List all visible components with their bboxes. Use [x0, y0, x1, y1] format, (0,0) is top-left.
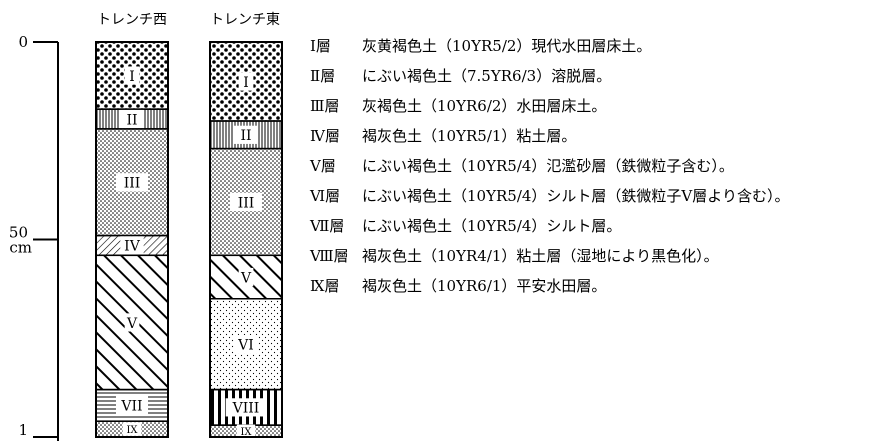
- trench-east-layer-2-label: II: [240, 128, 251, 144]
- trench-west-layer-1-label-bg: [124, 66, 140, 85]
- depth-tick-label: 1: [18, 421, 28, 439]
- legend-layer-description: 褐灰色土（10YR6/1）平安水田層。: [362, 277, 607, 295]
- legend-layer-description: にぶい褐色土（10YR5/4）氾濫砂層（鉄微粒子含む）。: [362, 157, 734, 175]
- trench-east-layer-9-label: IX: [240, 427, 252, 438]
- trench-east-layer-1-label: I: [243, 75, 249, 91]
- legend-row-layer-6: Ⅵ層 にぶい褐色土（10YR5/4）シルト層（鉄微粒子Ⅴ層より含む）。: [310, 186, 789, 206]
- trench-west-layer-7-label-bg: [115, 396, 149, 415]
- trench-west-title: トレンチ西: [97, 12, 167, 28]
- legend-row-layer-3: Ⅲ層 灰褐色土（10YR6/2）水田層床土。: [310, 96, 789, 116]
- legend-layer-id: Ⅲ層: [310, 97, 340, 115]
- trench-east-layer-2-label-bg: [234, 125, 258, 144]
- legend-layer-id: Ⅱ層: [310, 67, 336, 85]
- legend-layer-description: 褐灰色土（10YR5/1）粘土層。: [362, 127, 577, 145]
- layer-legend: Ⅰ層 灰黄褐色土（10YR5/2）現代水田層床土。 Ⅱ層 にぶい褐色土（7.5YR6…: [310, 36, 789, 306]
- legend-layer-id: Ⅳ層: [310, 127, 340, 145]
- trench-east-layer-6-label: VI: [237, 337, 254, 353]
- trench-west-layer-5-label: V: [126, 316, 138, 332]
- legend-layer-id: Ⅴ層: [310, 157, 336, 175]
- trench-west-layer-7-label: VII: [120, 399, 142, 415]
- legend-layer-description: にぶい褐色土（10YR5/4）シルト層（鉄微粒子Ⅴ層より含む）。: [362, 187, 790, 205]
- legend-layer-id: Ⅰ層: [310, 37, 331, 55]
- trench-west-layer-3-label: III: [124, 176, 141, 192]
- legend-layer-id: Ⅵ層: [310, 187, 341, 205]
- trench-east-layer-5-label: V: [240, 270, 252, 286]
- trench-west-layer-3-label-bg: [115, 173, 149, 192]
- trench-east-layer-3-label-bg: [229, 192, 263, 212]
- legend-layer-description: 褐灰色土（10YR4/1）粘土層（湿地により黒色化）。: [362, 247, 719, 265]
- legend-row-layer-7: Ⅶ層にぶい褐色土（10YR5/4）シルト層。: [310, 216, 789, 236]
- trench-east-layer-6-label-bg: [234, 335, 258, 354]
- legend-layer-description: にぶい褐色土（10YR5/4）シルト層。: [362, 217, 622, 235]
- trench-west-layer-9-label-bg: [122, 422, 142, 436]
- legend-layer-id: Ⅸ層: [310, 277, 340, 295]
- depth-tick-label: 50: [9, 224, 28, 242]
- trench-west-layer-2-label: II: [126, 112, 137, 128]
- trench-west-layer-1-label: I: [129, 69, 135, 85]
- trench-west-layer-9-label: IX: [126, 425, 138, 436]
- trench-west-layer-2-label-bg: [120, 109, 144, 129]
- trench-east-layer-3-label: III: [238, 195, 255, 211]
- trench-east-column-outline: [209, 41, 283, 438]
- legend-row-layer-2: Ⅱ層 にぶい褐色土（7.5YR6/3）溶脱層。: [310, 66, 789, 86]
- legend-layer-id: Ⅶ層: [310, 217, 345, 235]
- legend-row-layer-8: Ⅷ層褐灰色土（10YR4/1）粘土層（湿地により黒色化）。: [310, 246, 789, 266]
- trench-east-layer-8-label-bg: [225, 398, 267, 417]
- legend-layer-description: 灰黄褐色土（10YR5/2）現代水田層床土。: [362, 37, 652, 55]
- depth-tick-label: 0: [18, 33, 28, 51]
- trench-east-layer-5-label-bg: [238, 267, 254, 287]
- legend-row-layer-5: Ⅴ層 にぶい褐色土（10YR5/4）氾濫砂層（鉄微粒子含む）。: [310, 156, 789, 176]
- depth-tick-unit: cm: [9, 239, 32, 257]
- trench-west-layer-4-label-bg: [120, 236, 144, 255]
- legend-layer-description: 灰褐色土（10YR6/2）水田層床土。: [362, 97, 607, 115]
- legend-row-layer-1: Ⅰ層 灰黄褐色土（10YR5/2）現代水田層床土。: [310, 36, 789, 56]
- trench-east-layer-1-label-bg: [238, 72, 254, 91]
- trench-west-column-outline: [95, 41, 169, 438]
- trench-west-layer-4-label: IV: [124, 239, 141, 255]
- legend-layer-id: Ⅷ層: [310, 247, 349, 265]
- depth-tick-unit: m: [18, 436, 32, 441]
- legend-row-layer-9: Ⅸ層 褐灰色土（10YR6/1）平安水田層。: [310, 276, 789, 296]
- legend-row-layer-4: Ⅳ層 褐灰色土（10YR5/1）粘土層。: [310, 126, 789, 146]
- trench-east-layer-8-label: VIII: [232, 401, 260, 417]
- trench-east-layer-9-label-bg: [236, 424, 256, 438]
- trench-west-layer-5-label-bg: [124, 313, 140, 332]
- trench-east-title: トレンチ東: [210, 12, 280, 28]
- legend-layer-description: にぶい褐色土（7.5YR6/3）溶脱層。: [362, 67, 612, 85]
